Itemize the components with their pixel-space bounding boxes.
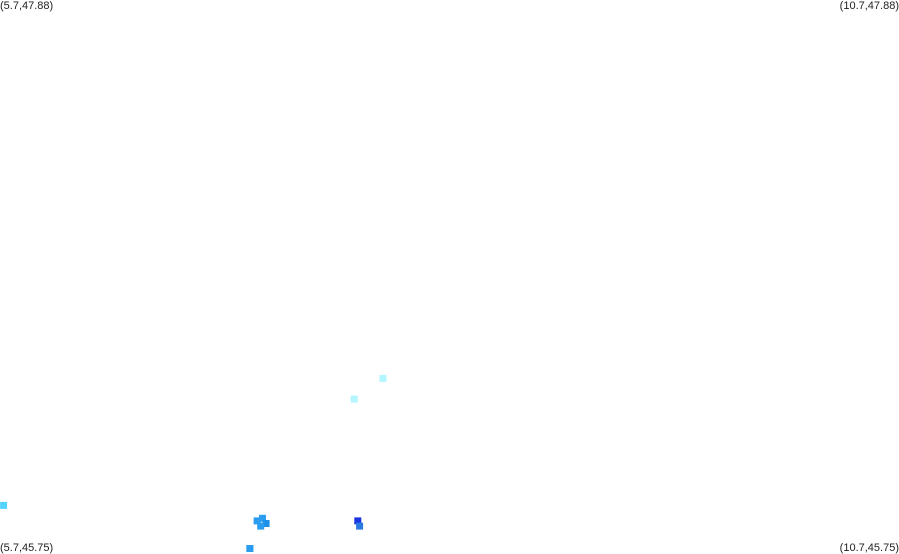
- map-cell-4: [259, 514, 266, 522]
- map-cell-1: [350, 395, 358, 403]
- corner-label-bottom-left: (5.7,45.75): [0, 542, 54, 554]
- map-cell-3: [253, 517, 261, 525]
- corner-label-bottom-right: (10.7,45.75): [839, 542, 899, 554]
- corner-label-top-right: (10.7,47.88): [839, 0, 899, 12]
- map-cell-8: [356, 522, 364, 530]
- map-cell-10: [246, 545, 254, 552]
- map-cell-5: [262, 520, 270, 527]
- map-cell-6: [257, 522, 265, 530]
- map-cell-2: [0, 501, 8, 509]
- corner-label-top-left: (5.7,47.88): [0, 0, 54, 12]
- map-cell-0: [379, 374, 387, 382]
- map-cell-7: [354, 517, 362, 525]
